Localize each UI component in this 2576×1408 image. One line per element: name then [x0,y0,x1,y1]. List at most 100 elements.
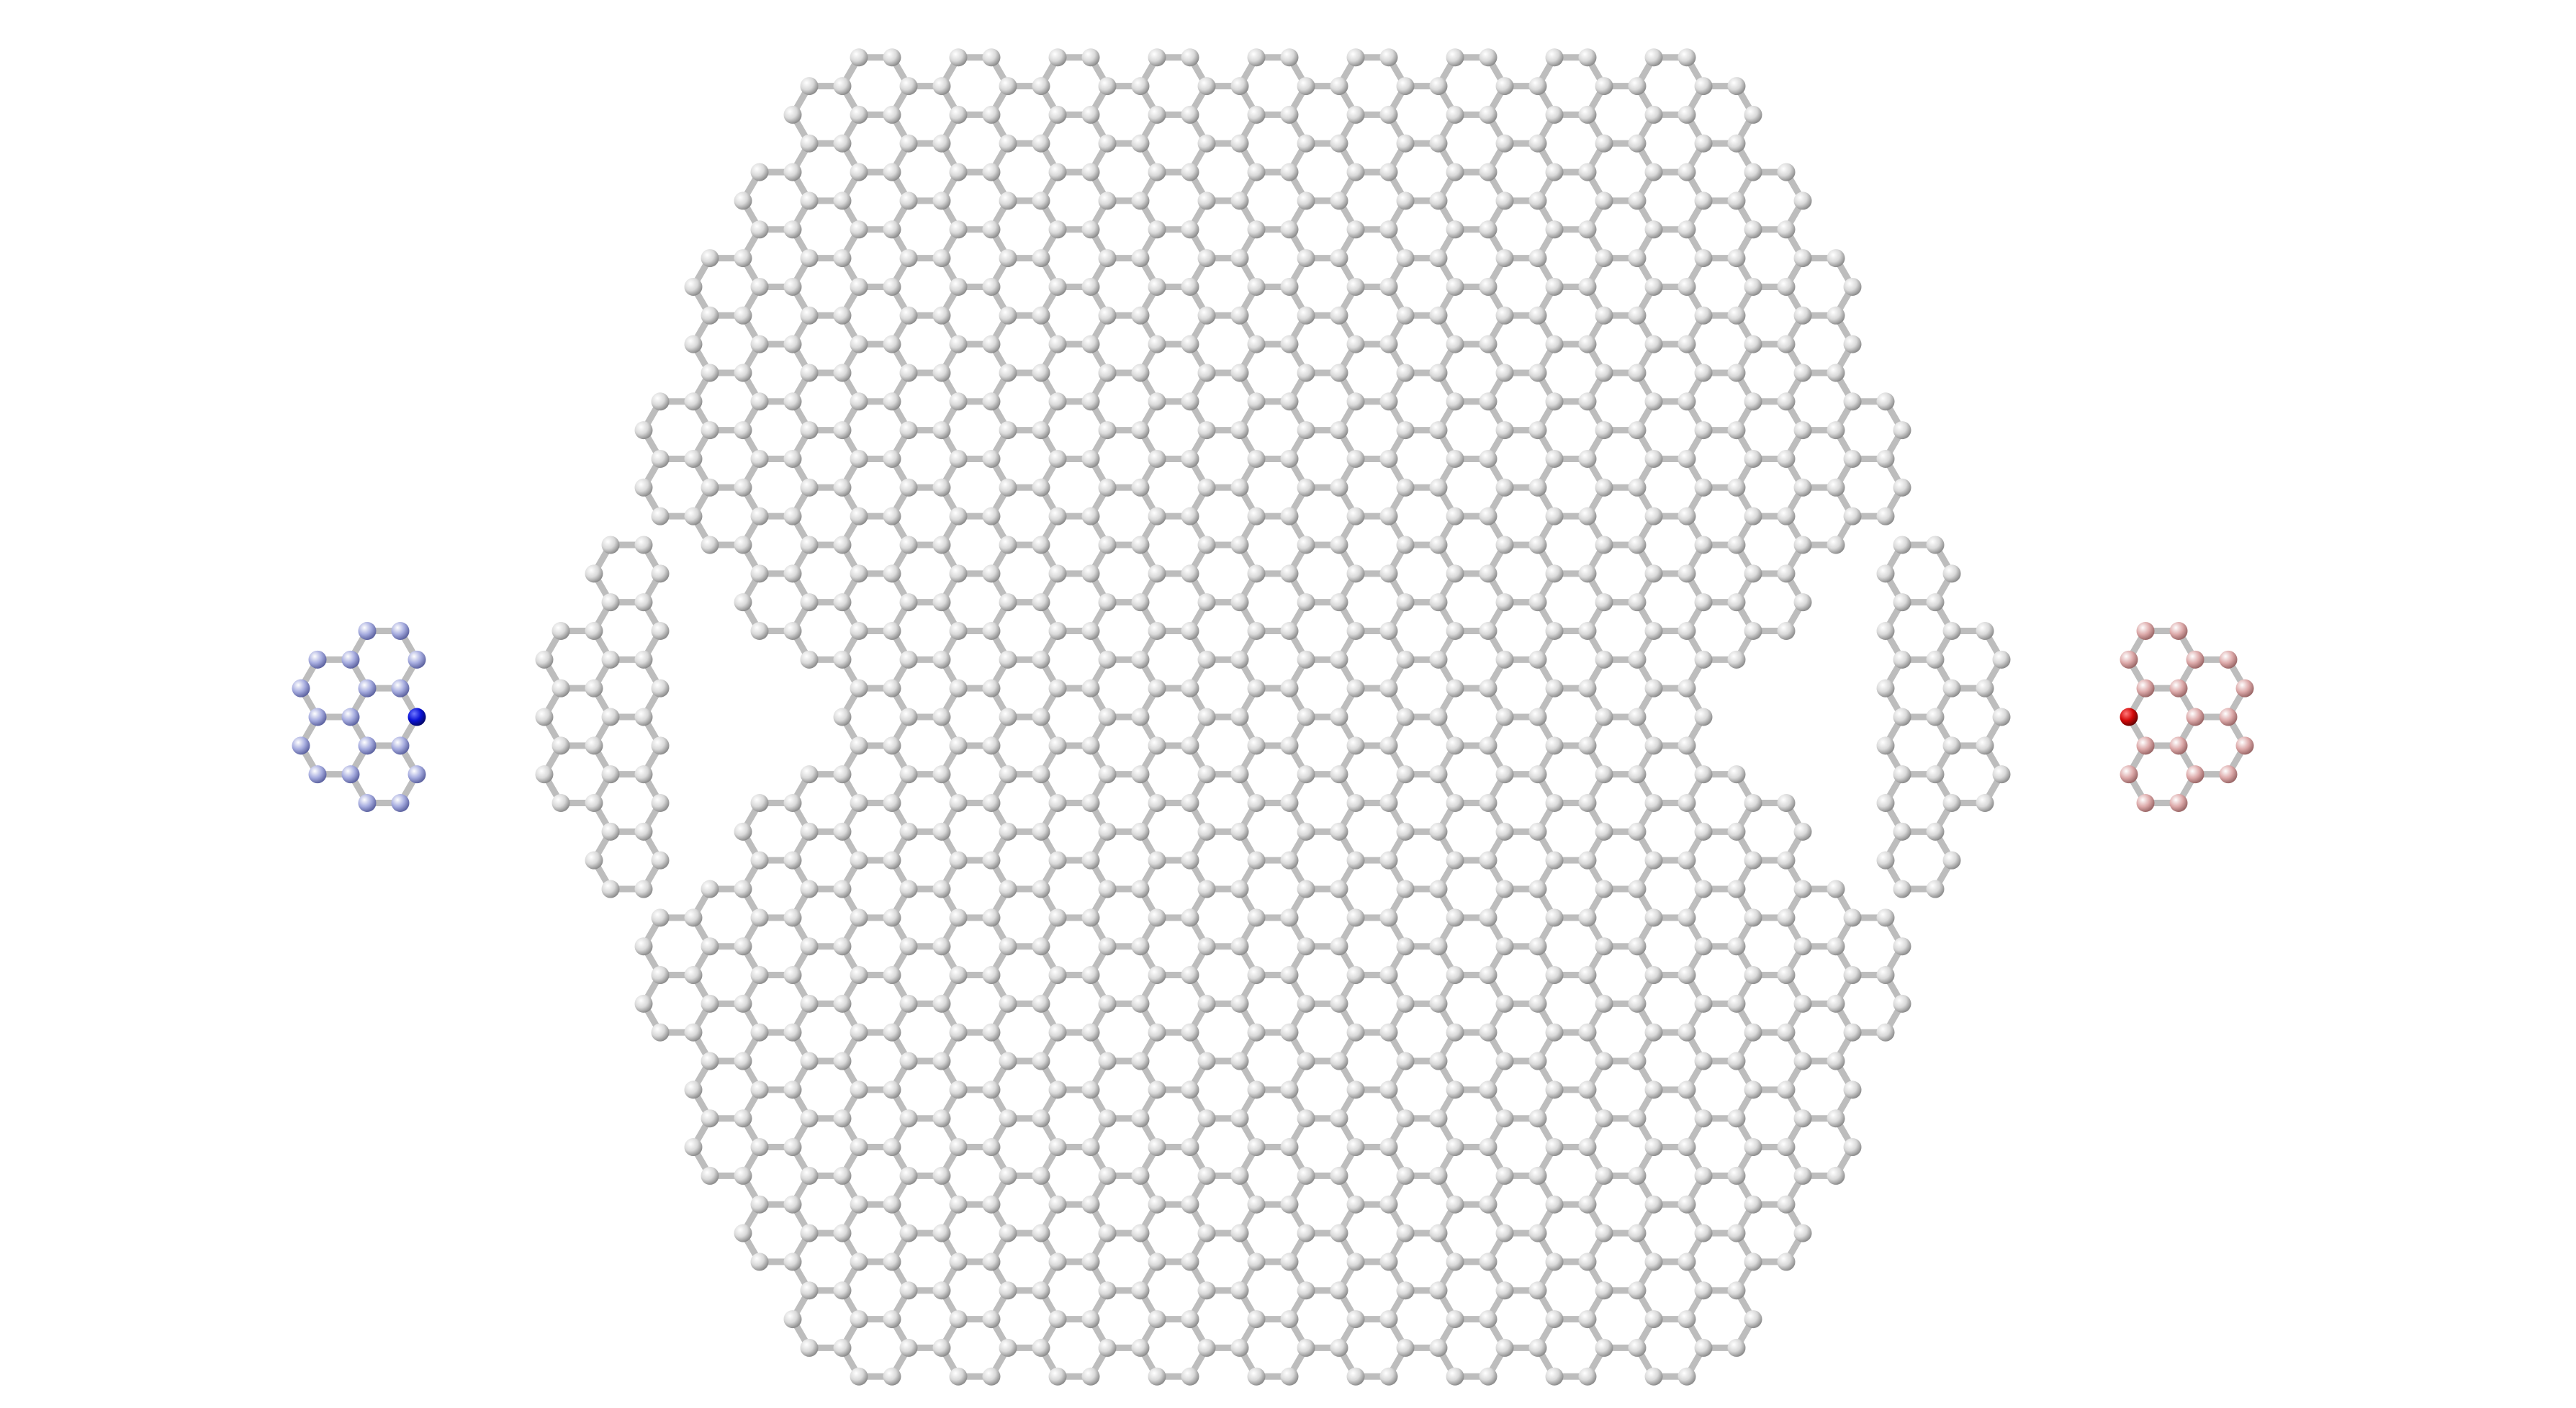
carbon-atom [1793,994,1812,1013]
carbon-atom [1777,966,1796,985]
carbon-atom [982,449,1001,468]
carbon-atom [1131,77,1150,96]
carbon-atom [1297,593,1315,612]
carbon-atom [833,1281,852,1300]
carbon-atom [1744,1310,1762,1329]
carbon-atom [1578,220,1597,239]
carbon-atom [850,736,868,755]
carbon-atom [1330,593,1348,612]
carbon-atom [1545,851,1564,870]
carbon-atom [1280,507,1299,525]
carbon-atom [1727,1281,1746,1300]
carbon-atom [634,880,653,898]
carbon-atom [1048,794,1067,813]
carbon-atom [1595,822,1613,841]
carbon-atom [1595,421,1613,440]
carbon-atom [1330,937,1348,956]
carbon-atom [1032,306,1050,325]
carbon-atom [1297,822,1315,841]
carbon-atom [1628,249,1647,268]
carbon-atom [601,822,620,841]
carbon-atom [1694,478,1713,497]
carbon-atom [1595,1109,1613,1128]
carbon-atom [1098,650,1117,669]
carbon-atom [1396,708,1415,726]
carbon-atom [1197,306,1216,325]
carbon-atom [1396,1052,1415,1070]
carbon-atom [1081,1080,1100,1099]
carbon-atom [1893,937,1911,956]
carbon-atom [1446,105,1464,124]
carbon-atom [1777,908,1796,927]
carbon-atom [1727,765,1746,784]
carbon-atom [883,908,901,927]
carbon-atom [1727,822,1746,841]
carbon-atom [1744,1138,1762,1157]
carbon-atom [1148,1080,1166,1099]
carbon-atom [1677,163,1696,181]
carbon-atom [1297,77,1315,96]
carbon-atom [1148,621,1166,640]
carbon-atom [1446,48,1464,67]
carbon-atom [800,306,819,325]
dopant-atom-light-blue [308,650,327,669]
carbon-atom [1628,994,1647,1013]
carbon-atom [1827,421,1845,440]
carbon-atom [899,1166,918,1185]
carbon-atom [1628,1281,1647,1300]
carbon-atom [734,421,752,440]
carbon-atom [1247,1080,1266,1099]
carbon-atom [883,794,901,813]
carbon-atom [1330,77,1348,96]
carbon-atom [1081,449,1100,468]
carbon-atom [1793,306,1812,325]
carbon-atom [701,1166,719,1185]
carbon-atom [1578,507,1597,525]
carbon-atom [1379,1367,1398,1386]
carbon-atom [1628,650,1647,669]
carbon-atom [1727,1224,1746,1242]
carbon-atom [883,621,901,640]
carbon-atom [1148,908,1166,927]
carbon-atom [1048,48,1067,67]
carbon-atom [750,1138,769,1157]
carbon-atom [883,48,901,67]
carbon-atom [1396,650,1415,669]
carbon-atom [949,1138,968,1157]
carbon-atom [1247,966,1266,985]
carbon-atom [899,249,918,268]
carbon-atom [1793,1109,1812,1128]
carbon-atom [1429,880,1448,898]
carbon-atom [1595,249,1613,268]
carbon-atom [1032,478,1050,497]
carbon-atom [1148,794,1166,813]
carbon-atom [1131,364,1150,382]
carbon-atom [1230,1166,1249,1185]
carbon-atom [982,392,1001,411]
carbon-atom [1181,1310,1199,1329]
carbon-atom [1032,708,1050,726]
carbon-atom [1032,937,1050,956]
carbon-atom [1479,966,1498,985]
carbon-atom [1098,249,1117,268]
carbon-atom [899,593,918,612]
carbon-atom [684,1080,703,1099]
carbon-atom [1495,478,1514,497]
carbon-atom [1545,449,1564,468]
carbon-atom [1429,650,1448,669]
carbon-atom [1346,736,1365,755]
carbon-atom [1677,851,1696,870]
carbon-atom [1727,937,1746,956]
carbon-atom [684,392,703,411]
carbon-atom [1346,392,1365,411]
dopant-atom-light-blue [308,765,327,784]
carbon-atom [1495,306,1514,325]
carbon-atom [601,593,620,612]
carbon-atom [1148,1367,1166,1386]
carbon-atom [982,736,1001,755]
carbon-atom [1528,421,1547,440]
carbon-atom [899,650,918,669]
carbon-atom [1247,163,1266,181]
carbon-atom [1098,536,1117,554]
carbon-atom [750,392,769,411]
